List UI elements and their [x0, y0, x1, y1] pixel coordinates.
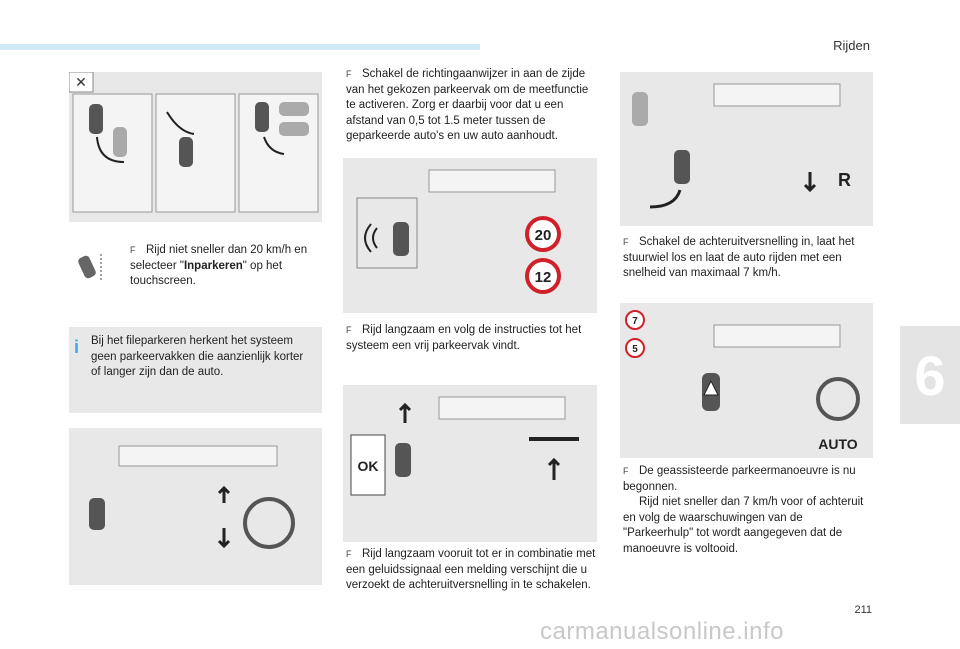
- figure-ok-forward: OK: [343, 385, 597, 542]
- info-text: Bij het fileparkeren herkent het systeem…: [91, 335, 304, 378]
- bullet-icon: F: [346, 69, 352, 79]
- chapter-tab: 6: [900, 326, 960, 424]
- speed-limit-7: 7: [632, 316, 638, 327]
- car-sensor-icon: [71, 250, 109, 284]
- speed-limit-20: 20: [535, 227, 552, 244]
- figure-steering-wheel: [69, 428, 322, 585]
- info-icon: i: [74, 337, 80, 357]
- info-box: i Bij het fileparkeren herkent het syste…: [69, 327, 322, 413]
- col3-para3: Rijd niet sneller dan 7 km/h voor of ach…: [623, 496, 864, 555]
- bullet-icon: F: [346, 549, 352, 559]
- page-number: 211: [854, 604, 872, 616]
- speed-limit-5: 5: [632, 344, 638, 355]
- close-icon: ✕: [75, 74, 87, 90]
- speed-limit-12: 12: [535, 269, 552, 286]
- ok-label: OK: [358, 458, 379, 474]
- figure-speed-detection: 20 12: [343, 158, 597, 313]
- auto-label: AUTO: [818, 436, 858, 452]
- header-accent-bar: [0, 44, 480, 50]
- bullet-icon: F: [130, 245, 136, 255]
- bullet-icon: F: [346, 325, 352, 335]
- figure-reverse: R: [620, 72, 873, 226]
- watermark: carmanualsonline.info: [540, 618, 784, 645]
- reverse-gear-label: R: [838, 170, 851, 190]
- figure-auto-steering: 7 5 AUTO: [620, 303, 873, 458]
- bullet-icon: F: [623, 237, 629, 247]
- section-title: Rijden: [833, 38, 870, 53]
- figure-parking-modes: ✕: [69, 72, 322, 222]
- bullet-icon: F: [623, 466, 629, 476]
